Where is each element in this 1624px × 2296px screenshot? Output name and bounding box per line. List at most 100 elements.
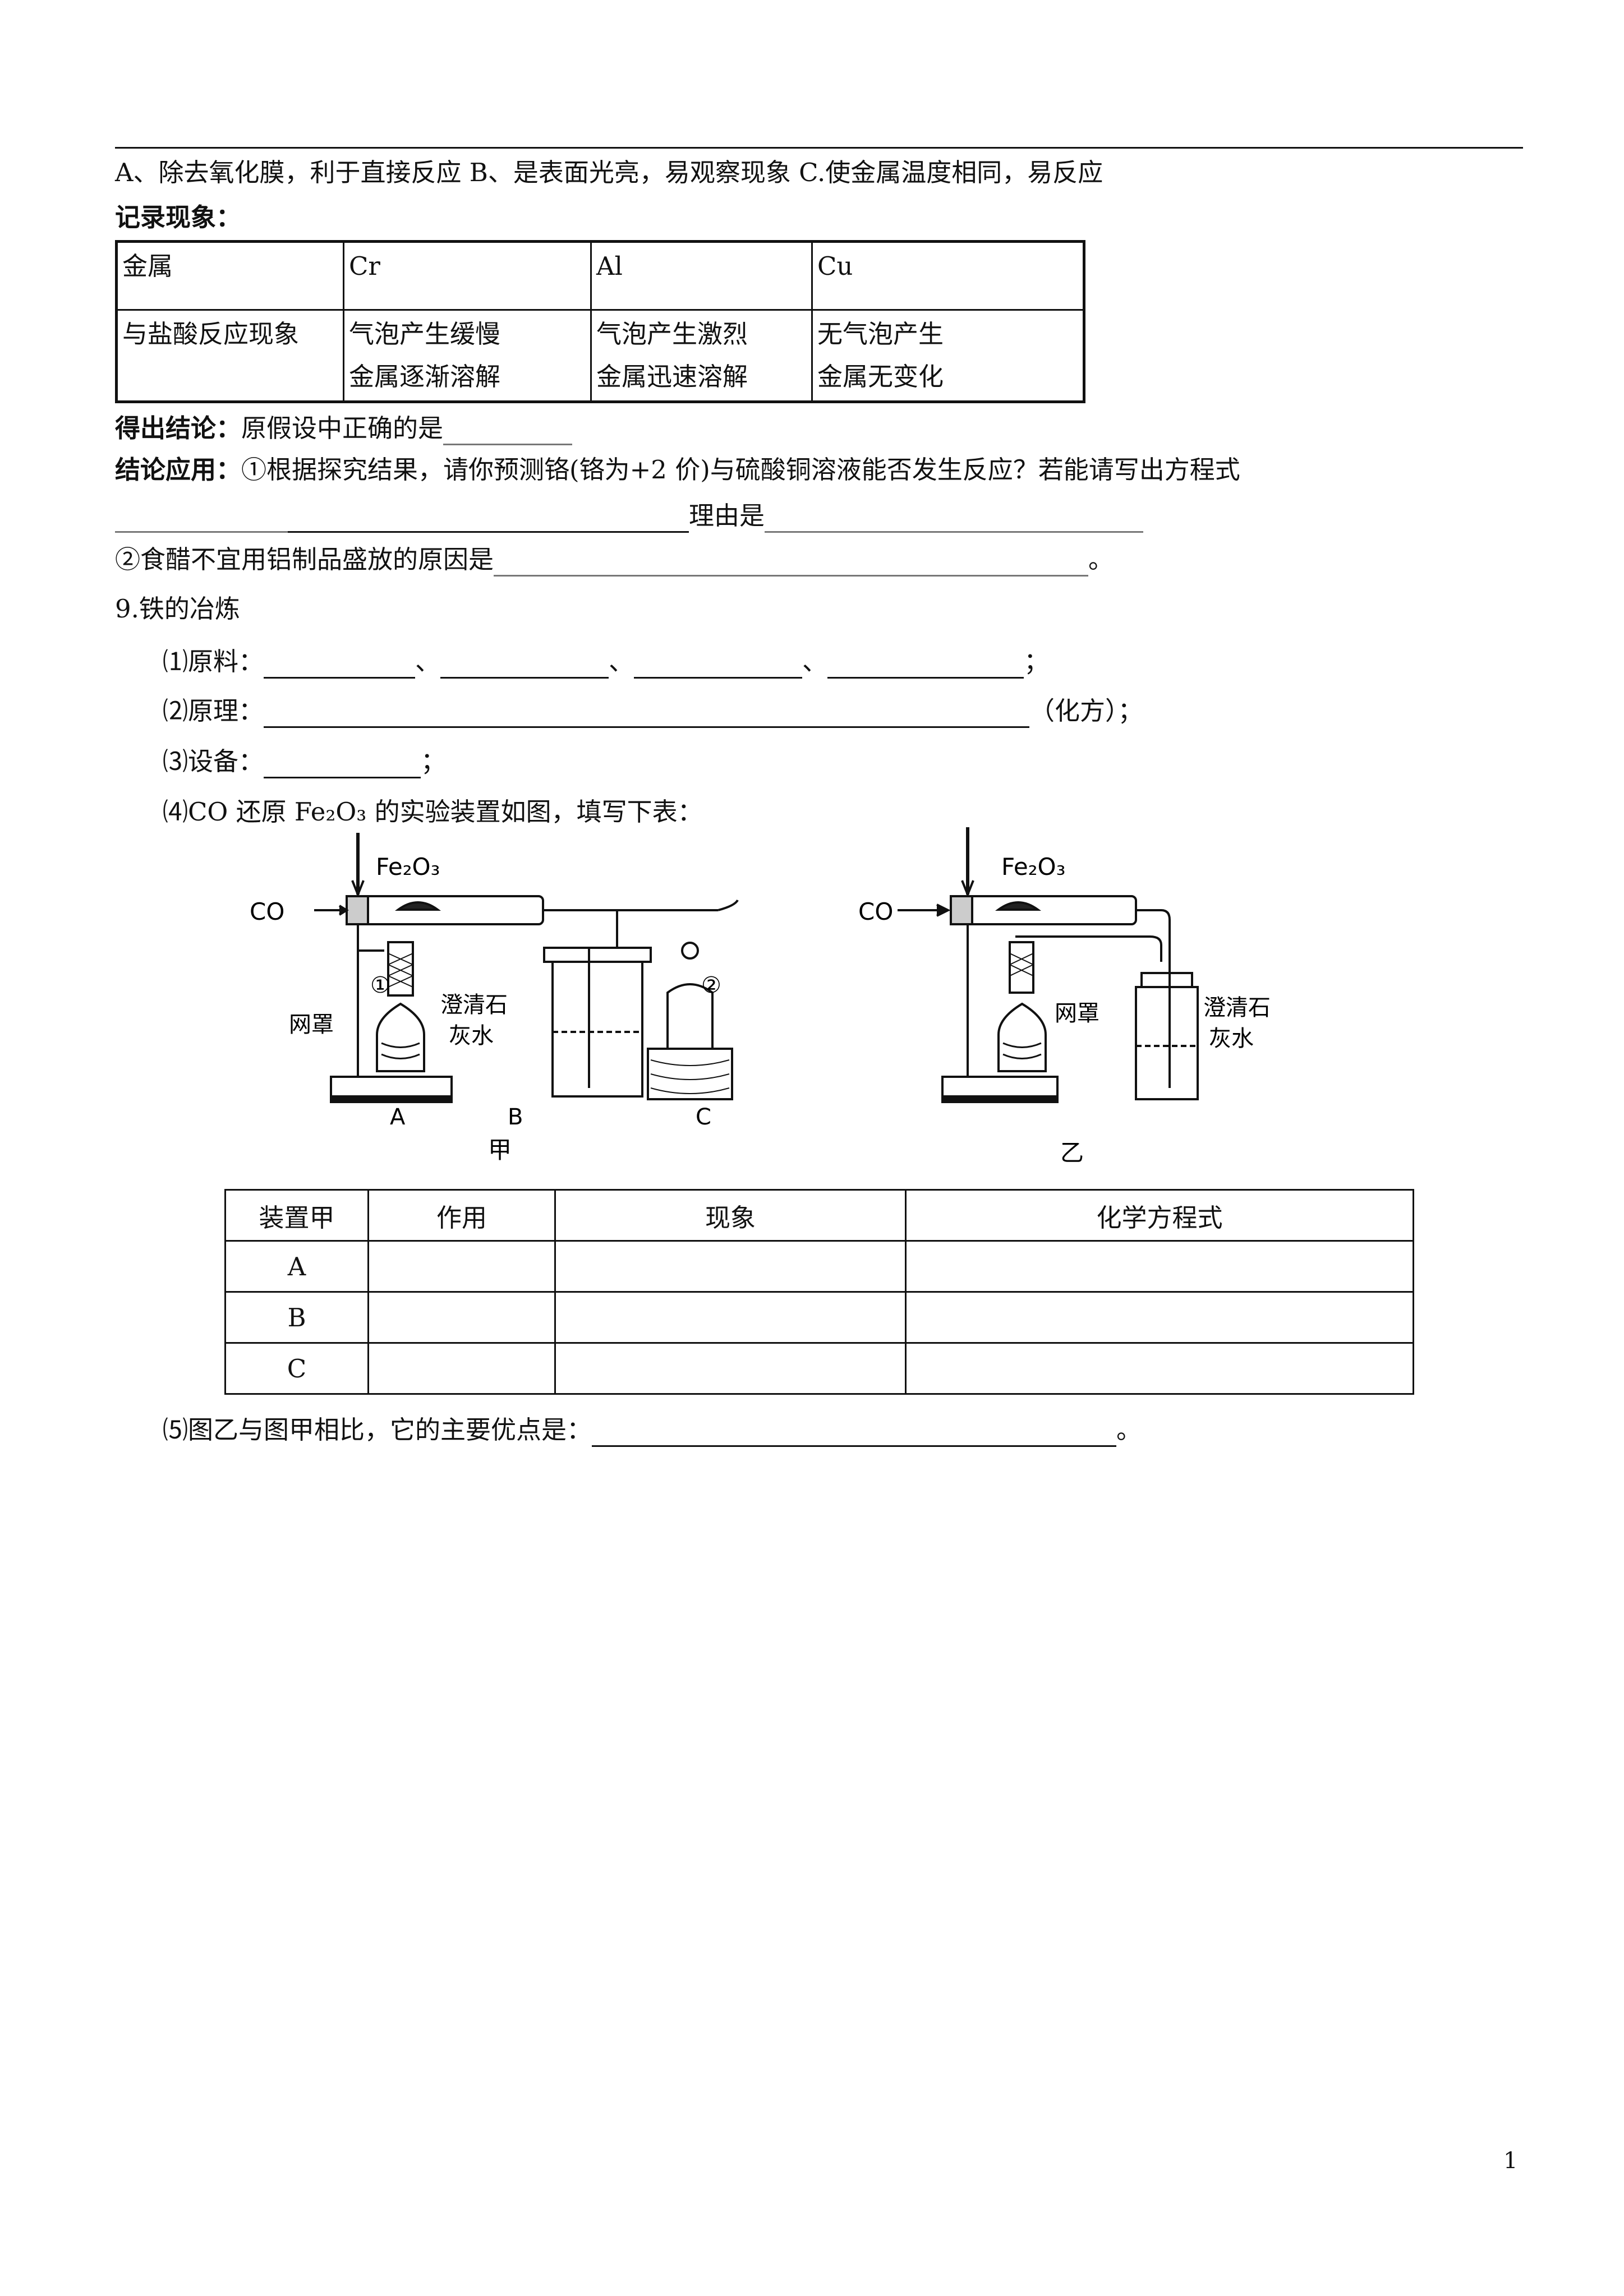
application-q2: ②食醋不宜用铝制品盛放的原因是 (115, 545, 494, 574)
conclusion-label: 得出结论： (115, 413, 242, 443)
wooden-block (647, 1048, 733, 1100)
net-label: 网罩 (289, 1012, 334, 1038)
limewater-label-1: 澄清石 (440, 992, 508, 1018)
application-q1: ①根据探究结果，请你预测铬(铬为+2 价)与硫酸铜溶液能否发生反应？若能请写出方… (241, 455, 1240, 485)
table-header-cell: 化学方程式 (905, 1189, 1414, 1242)
fe2o3-label: Fe₂O₃ (376, 853, 440, 880)
answer-cell[interactable] (905, 1240, 1414, 1293)
equipment-blank[interactable] (264, 750, 421, 778)
table-header-cell: 作用 (367, 1189, 556, 1242)
co-label: CO (858, 898, 893, 925)
page-number: 1 (1503, 2148, 1518, 2174)
caption-jia: 甲 (488, 1136, 512, 1164)
table-row: 与盐酸反应现象 气泡产生缓慢 金属逐渐溶解 气泡产生激烈 金属迅速溶解 无气泡产… (116, 309, 1085, 403)
cell-line: 金属迅速溶解 (596, 362, 748, 391)
co-inlet-arrow (961, 880, 974, 898)
cell-line: 气泡产生激烈 (596, 319, 748, 349)
reason-blank[interactable] (765, 506, 1144, 533)
limewater-label-2: 灰水 (449, 1023, 494, 1049)
application-line: 结论应用：①根据探究结果，请你预测铬(铬为+2 价)与硫酸铜溶液能否发生反应？若… (115, 453, 1240, 487)
table-row: B (224, 1291, 1414, 1344)
reaction-tube (346, 895, 544, 925)
answer-cell[interactable] (367, 1291, 556, 1344)
answer-cell[interactable] (367, 1342, 556, 1395)
table-cell: 无气泡产生 金属无变化 (811, 309, 1085, 403)
application-label: 结论应用： (115, 455, 242, 485)
answer-blank[interactable] (443, 419, 573, 445)
principle-label: ⑵原理： (163, 696, 264, 726)
alcohol-lamp-a (376, 1002, 425, 1072)
equipment-line: ⑶设备：； (163, 745, 446, 778)
raw-blank-1[interactable] (264, 650, 416, 679)
label-c: C (696, 1104, 711, 1130)
table-cell: A (224, 1240, 369, 1293)
equation-blank-1[interactable] (115, 506, 288, 533)
raw-blank-3[interactable] (634, 650, 803, 679)
semicolon: ； (421, 746, 447, 776)
question-5: ⑸图乙与图甲相比，它的主要优点是： (163, 1415, 592, 1445)
flame-c (681, 942, 699, 960)
equation-blank-2[interactable] (288, 504, 689, 533)
caption-yi: 乙 (1060, 1139, 1084, 1167)
fe2o3-powder (995, 901, 1042, 911)
vinegar-blank[interactable] (494, 550, 1089, 577)
label-b: B (508, 1104, 523, 1130)
reaction-tube (950, 895, 1137, 925)
principle-line: ⑵原理： （化方）； (163, 694, 1143, 728)
table-header-cell: 现象 (554, 1189, 907, 1242)
options-line: A、除去氧化膜，利于直接反应 B、是表面光亮，易观察现象 C.使金属温度相同，易… (115, 158, 1103, 187)
wire-mesh (387, 941, 414, 997)
answer-cell[interactable] (554, 1291, 907, 1344)
metals-table: 金属 Cr Al Cu 与盐酸反应现象 气泡产生缓慢 金属逐渐溶解 气泡产生激烈… (115, 240, 1085, 403)
table-cell: Cu (811, 241, 1085, 311)
separator: 、 (609, 647, 634, 676)
answer-cell[interactable] (554, 1342, 907, 1395)
table-row: C (224, 1342, 1414, 1395)
cell-line: 气泡产生缓慢 (349, 319, 501, 349)
table-cell: Al (590, 241, 813, 311)
answer-cell[interactable] (554, 1240, 907, 1293)
table-row: 金属 Cr Al Cu (116, 241, 1085, 311)
table-cell: Cr (343, 241, 592, 311)
principle-blank[interactable] (264, 699, 1030, 728)
semicolon: ； (1024, 647, 1050, 676)
answer-cell[interactable] (905, 1342, 1414, 1395)
raw-blank-4[interactable] (827, 650, 1024, 679)
limewater-bottle (1135, 986, 1199, 1100)
section-9-title: 9.铁的冶炼 (115, 594, 240, 624)
table-cell: 金属 (116, 241, 344, 311)
cell-line: 无气泡产生 (817, 319, 944, 349)
advantage-blank[interactable] (592, 1418, 1117, 1447)
raw-blank-2[interactable] (440, 650, 609, 679)
conclusion-line: 得出结论：原假设中正确的是 (115, 412, 573, 445)
burner-nozzle (717, 899, 739, 911)
answer-cell[interactable] (905, 1291, 1414, 1344)
mark-2: ② (701, 972, 721, 998)
question-4: ⑷CO 还原 Fe₂O₃ 的实验装置如图，填写下表： (163, 797, 703, 827)
period: 。 (1088, 545, 1114, 574)
conclusion-text: 原假设中正确的是 (241, 413, 444, 443)
alcohol-lamp (997, 1002, 1047, 1072)
question-5-line: ⑸图乙与图甲相比，它的主要优点是： 。 (163, 1413, 1142, 1447)
limewater-label-2: 灰水 (1209, 1026, 1254, 1052)
table-row: A (224, 1240, 1414, 1293)
separator: 、 (415, 647, 441, 676)
top-rule (115, 147, 1523, 149)
cell-line: 金属逐渐溶解 (349, 362, 501, 391)
net-label: 网罩 (1055, 1001, 1099, 1026)
table-cell: 与盐酸反应现象 (116, 309, 344, 403)
table-cell: B (224, 1291, 369, 1344)
period: 。 (1116, 1415, 1142, 1445)
apparatus-jia-diagram: CO Fe₂O₃ ① ② 网罩 澄清石 灰水 A B C 甲 (250, 833, 739, 1164)
table-header-cell: 装置甲 (224, 1189, 369, 1242)
table-cell: C (224, 1342, 369, 1395)
cell-line: 金属无变化 (817, 362, 944, 391)
table-cell: 气泡产生缓慢 金属逐渐溶解 (343, 309, 592, 403)
principle-note: （化方）； (1029, 696, 1143, 726)
answer-cell[interactable] (367, 1240, 556, 1293)
limewater-bottle (551, 961, 643, 1098)
co-label: CO (250, 898, 284, 925)
record-heading: 记录现象： (115, 202, 242, 232)
co-inlet-arrow (351, 880, 365, 898)
raw-label: ⑴原料： (163, 647, 264, 676)
